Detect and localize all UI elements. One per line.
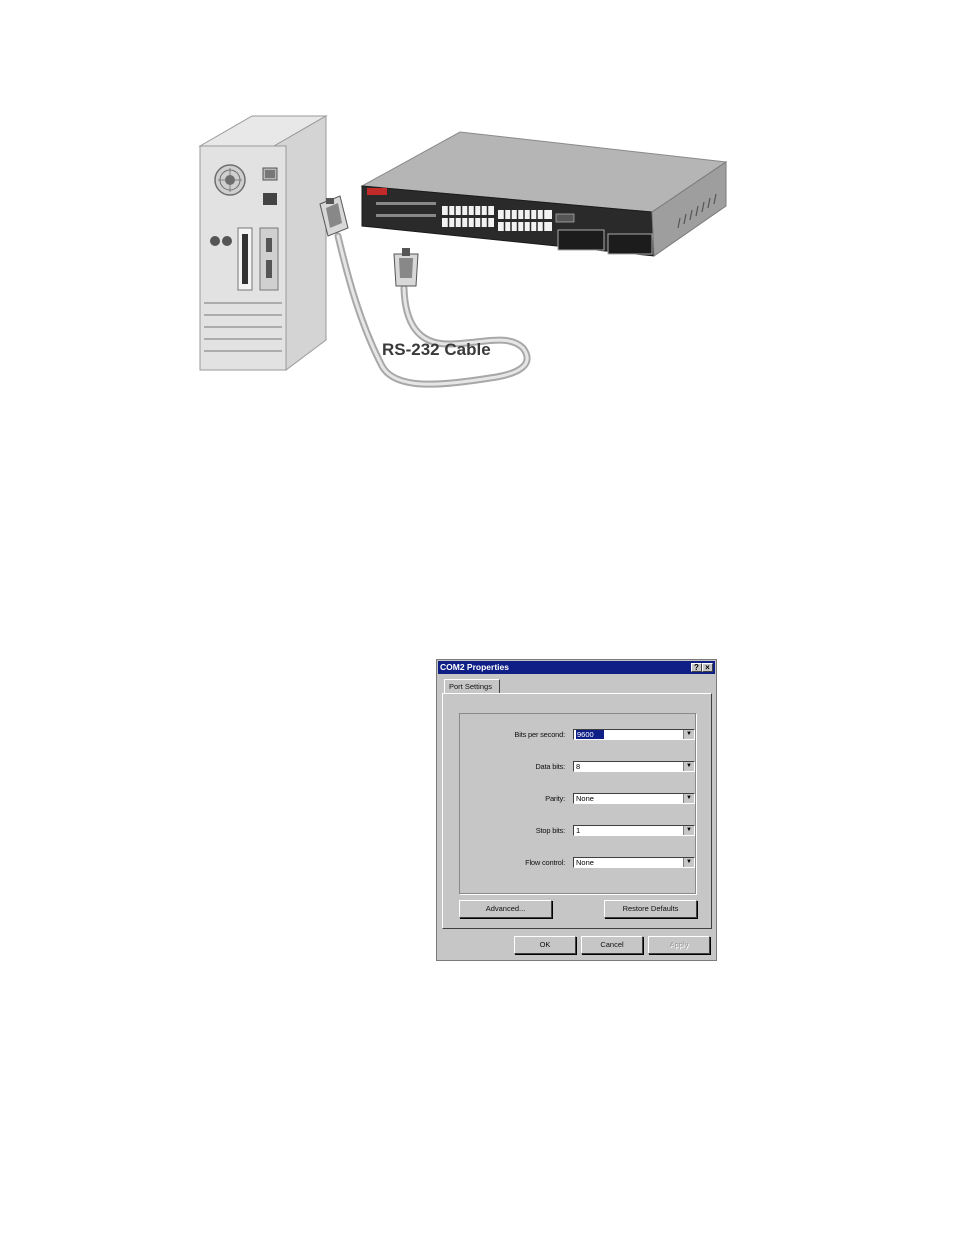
dialog-titlebar: COM2 Properties ? × [438, 661, 715, 674]
restore-defaults-button[interactable]: Restore Defaults [604, 900, 697, 918]
network-switch [362, 132, 726, 256]
close-button[interactable]: × [702, 663, 713, 672]
setting-dropdown[interactable]: None ▼ [573, 857, 695, 868]
rs232-connection-illustration: RS-232 Cable [190, 108, 730, 393]
dropdown-arrow-icon[interactable]: ▼ [683, 762, 694, 771]
dropdown-value: 9600 [576, 730, 604, 739]
field-label: Bits per second: [460, 730, 565, 739]
com2-properties-dialog: COM2 Properties ? × Port Settings Bits p… [436, 659, 717, 961]
dropdown-arrow-icon[interactable]: ▼ [683, 730, 694, 739]
dropdown-arrow-icon[interactable]: ▼ [683, 826, 694, 835]
cable-label: RS-232 Cable [382, 340, 491, 359]
help-button[interactable]: ? [691, 663, 702, 672]
advanced-button[interactable]: Advanced... [459, 900, 552, 918]
apply-button[interactable]: Apply [648, 936, 710, 954]
settings-group: Bits per second:9600▼Data bits:8▼Parity:… [459, 713, 696, 894]
dialog-title: COM2 Properties [440, 662, 509, 672]
setting-dropdown[interactable]: 1▼ [573, 825, 695, 836]
setting-dropdown[interactable]: 9600 ▼ [573, 729, 695, 740]
cancel-button[interactable]: Cancel [581, 936, 643, 954]
dropdown-arrow-icon[interactable]: ▼ [683, 794, 694, 803]
setting-dropdown[interactable]: 8▼ [573, 761, 695, 772]
field-label: Parity: [460, 794, 565, 803]
dropdown-value: 1 [576, 826, 580, 835]
field-label: Stop bits: [460, 826, 565, 835]
tab-port-settings[interactable]: Port Settings [444, 679, 500, 693]
db9-connector-switch [394, 248, 418, 286]
port-settings-panel: Bits per second:9600▼Data bits:8▼Parity:… [442, 693, 712, 929]
dropdown-value: None [576, 858, 594, 867]
dropdown-value: None [576, 794, 594, 803]
dropdown-value: 8 [576, 762, 580, 771]
setting-dropdown[interactable]: None ▼ [573, 793, 695, 804]
field-label: Data bits: [460, 762, 565, 771]
ok-button[interactable]: OK [514, 936, 576, 954]
dropdown-arrow-icon[interactable]: ▼ [683, 858, 694, 867]
rs232-cable [338, 236, 527, 384]
pc-tower [200, 116, 326, 370]
field-label: Flow control: [460, 858, 565, 867]
